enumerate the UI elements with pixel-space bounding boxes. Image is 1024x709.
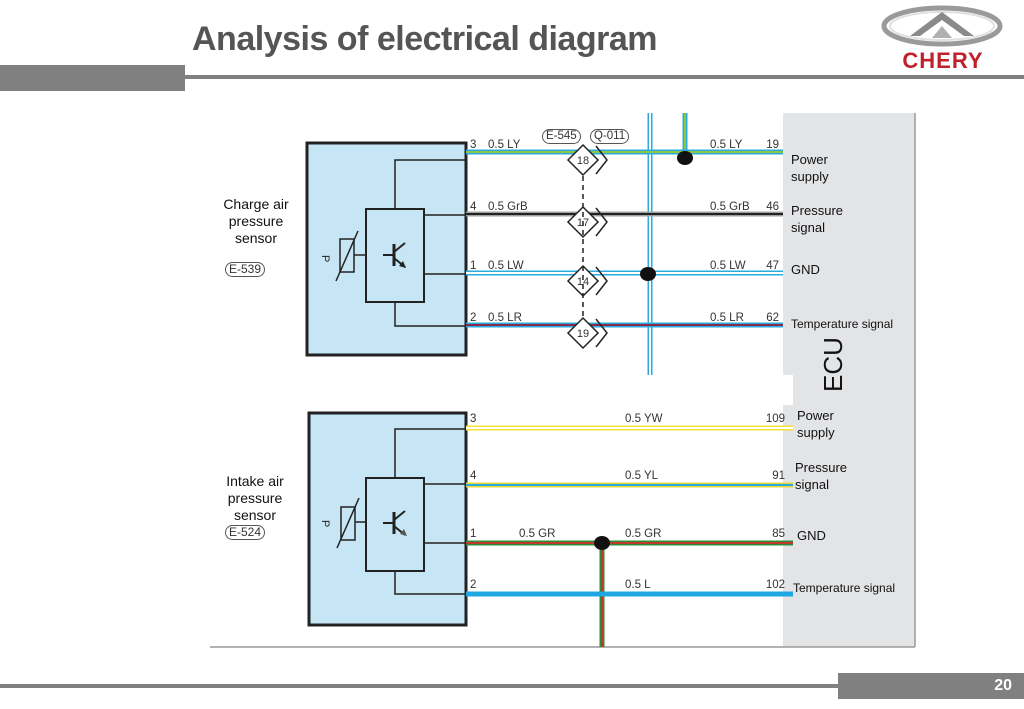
connector-tag-e539: E-539 <box>225 262 266 277</box>
brand-wordmark: CHERY <box>902 48 984 73</box>
ecu-label-temperature-signal: Temperature signal <box>793 581 896 595</box>
sensor-label-line: pressure <box>228 213 284 229</box>
page-title: Analysis of electrical diagram <box>192 20 657 58</box>
charge-air-sensor-box: P <box>305 141 468 357</box>
wire-spec-left: 0.5 LW <box>488 260 524 272</box>
sensor-pin-number: 3 <box>470 139 476 151</box>
chery-logo-icon <box>881 5 1003 47</box>
svg-text:P: P <box>319 520 331 527</box>
wire-spec-right: 0.5 GR <box>625 528 661 540</box>
wire-spec-right: 0.5 L <box>625 579 651 591</box>
inline-pin-number: 18 <box>577 155 589 167</box>
charge-air-sensor-label: Charge air pressure sensor <box>211 196 301 247</box>
inline-connector-pin: 14 <box>566 264 608 298</box>
ecu-label-line: supply <box>791 169 829 184</box>
connector-tag-e524: E-524 <box>225 525 266 540</box>
transistor-icon <box>383 242 406 268</box>
wire-spec-left: 0.5 GrB <box>488 201 528 213</box>
ecu-label-line: signal <box>795 477 829 492</box>
inline-connector-pin: 19 <box>566 316 608 350</box>
ecu-pin-number: 47 <box>766 260 779 272</box>
ecu-label-gnd: GND <box>797 528 826 543</box>
sensor-pin-number: 4 <box>470 201 477 213</box>
junction-dot <box>594 536 610 550</box>
header-accent-block <box>0 65 185 91</box>
ecu-label-pressure-signal: Pressure signal <box>791 202 843 236</box>
ecu-label-line: Pressure <box>795 460 848 475</box>
sensor-pin-number: 4 <box>470 470 477 482</box>
svg-text:P: P <box>319 255 331 262</box>
footer-rule <box>0 684 840 688</box>
inline-pin-number: 14 <box>577 276 589 288</box>
ecu-label-pressure-signal: Pressure signal <box>795 459 847 493</box>
sensor-label-line: sensor <box>233 507 277 523</box>
ecu-panel <box>783 113 916 647</box>
ecu-label-line: Power <box>797 408 834 423</box>
wire-spec-left: 0.5 LY <box>488 139 521 151</box>
inline-connector-pin: 18 <box>566 143 608 177</box>
ecu-label-temperature-signal: Temperature signal <box>791 317 894 331</box>
inline-pin-number: 19 <box>577 328 589 340</box>
sensor-label-line: Charge air <box>223 196 289 212</box>
ecu-label-gnd: GND <box>791 262 820 277</box>
junction-dot <box>640 267 656 281</box>
wire-spec-right: 0.5 LR <box>710 312 744 324</box>
wire-spec-left: 0.5 GR <box>519 528 555 540</box>
wire-spec-right: 0.5 YW <box>625 413 663 425</box>
wire-spec-right: 0.5 YL <box>625 470 659 482</box>
pressure-element-icon: P <box>319 230 366 282</box>
ecu-pin-number: 102 <box>766 579 785 591</box>
pressure-element-icon: P <box>319 497 366 549</box>
ecu-pin-number: 19 <box>766 139 779 151</box>
connector-tag-q011: Q-011 <box>590 129 630 144</box>
wire-spec-right: 0.5 GrB <box>710 201 750 213</box>
ecu-title: ECU <box>818 337 848 392</box>
ecu-label-line: Pressure <box>791 203 844 218</box>
sensor-label-line: pressure <box>227 490 283 506</box>
sensor-pin-number: 2 <box>470 312 476 324</box>
ecu-label-power-supply: Power supply <box>797 407 835 441</box>
ecu-label-line: Power <box>791 152 828 167</box>
sensor-pin-number: 2 <box>470 579 476 591</box>
sensor-pin-number: 1 <box>470 528 476 540</box>
header-rule <box>185 75 1024 79</box>
ecu-pin-number: 109 <box>766 413 785 425</box>
intake-air-sensor-label: Intake air pressure sensor <box>210 473 300 524</box>
wire-spec-right: 0.5 LY <box>710 139 743 151</box>
sensor-label-line: sensor <box>234 230 278 246</box>
junction-dot <box>677 151 693 165</box>
wire-spec-left: 0.5 LR <box>488 312 522 324</box>
ecu-pin-number: 62 <box>766 312 779 324</box>
sensor-label-line: Intake air <box>226 473 284 489</box>
intake-air-sensor-box: P <box>307 411 468 627</box>
ecu-pin-number: 91 <box>772 470 785 482</box>
ecu-pin-number: 46 <box>766 201 779 213</box>
ecu-label-power-supply: Power supply <box>791 151 829 185</box>
page-number: 20 <box>994 677 1012 694</box>
connector-tag-e545: E-545 <box>542 129 581 144</box>
ecu-label-line: signal <box>791 220 825 235</box>
ecu-label-line: supply <box>797 425 835 440</box>
transistor-icon <box>383 510 407 536</box>
ecu-pin-number: 85 <box>772 528 785 540</box>
sensor-pin-number: 3 <box>470 413 476 425</box>
footer-accent-block <box>838 673 1024 699</box>
wire-spec-right: 0.5 LW <box>710 260 746 272</box>
sensor-pin-number: 1 <box>470 260 476 272</box>
